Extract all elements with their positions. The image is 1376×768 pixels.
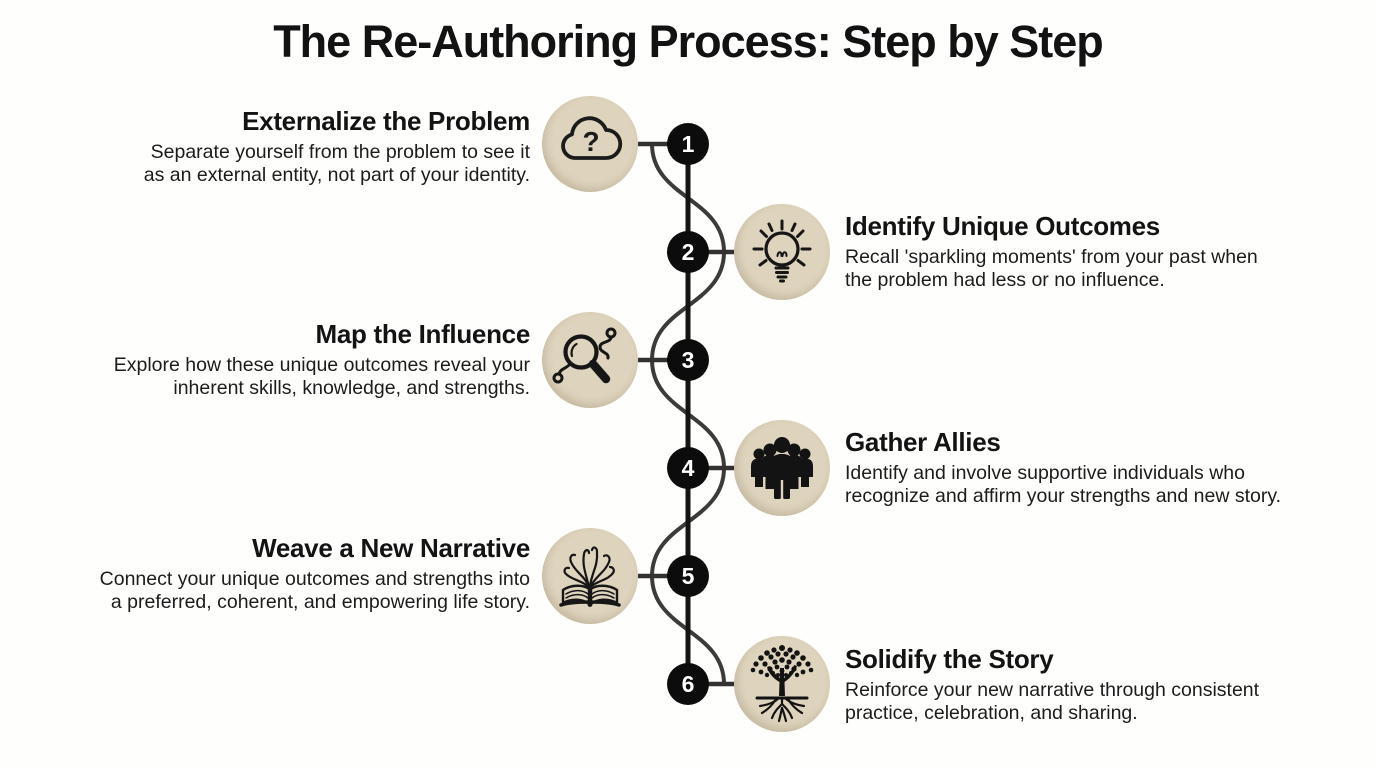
svg-text:?: ? (582, 126, 599, 157)
step-2-text: Identify Unique Outcomes Recall 'sparkli… (845, 211, 1297, 292)
step-3-icon-circle (542, 312, 638, 408)
step-5-number: 5 (681, 562, 695, 589)
step-2-icon-circle (734, 204, 830, 300)
step-6-title: Solidify the Story (845, 644, 1054, 674)
step-4-number: 4 (681, 454, 695, 481)
step-6-number-badge: 6 (667, 663, 709, 705)
step-2-number-badge: 2 (667, 231, 709, 273)
step-3-description: Explore how these unique outcomes reveal… (113, 354, 530, 399)
step-1-text: Externalize the Problem Separate yoursel… (78, 106, 531, 187)
step-2-title: Identify Unique Outcomes (845, 211, 1160, 241)
step-1-number: 1 (681, 130, 695, 157)
magnifier-route-icon (552, 327, 617, 384)
step-5-title: Weave a New Narrative (252, 533, 530, 563)
book-threads-icon (559, 546, 621, 607)
step-1-number-badge: 1 (667, 123, 709, 165)
step-6-description: Reinforce your new narrative through con… (845, 679, 1260, 724)
tree-roots-icon (750, 645, 814, 723)
step-5-text: Weave a New Narrative Connect your uniqu… (78, 533, 531, 614)
cloud-question-icon: ? (561, 116, 623, 160)
step-5-description: Connect your unique outcomes and strengt… (99, 568, 530, 613)
page-title: The Re-Authoring Process: Step by Step (273, 16, 1104, 67)
step-1-description: Separate yourself from the problem to se… (143, 141, 530, 186)
people-group-icon (751, 437, 813, 499)
step-5-icon-circle (542, 528, 638, 624)
step-4-text: Gather Allies Identify and involve suppo… (845, 427, 1297, 508)
step-4-description: Identify and involve supportive individu… (845, 462, 1282, 507)
step-4-number-badge: 4 (667, 447, 709, 489)
step-5-number-badge: 5 (667, 555, 709, 597)
step-6-number: 6 (681, 670, 695, 697)
lightbulb-icon (752, 219, 812, 283)
step-2-number: 2 (681, 238, 695, 265)
step-3-number-badge: 3 (667, 339, 709, 381)
step-2-description: Recall 'sparkling moments' from your pas… (845, 246, 1258, 291)
step-6-icon-circle (734, 636, 830, 732)
step-3-title: Map the Influence (315, 319, 531, 349)
step-4-icon-circle (734, 420, 830, 516)
step-3-text: Map the Influence Explore how these uniq… (78, 319, 531, 400)
step-connectors (638, 141, 738, 687)
step-1-icon-circle: ? (542, 96, 638, 192)
step-3-number: 3 (681, 346, 695, 373)
step-4-title: Gather Allies (845, 427, 1001, 457)
step-6-text: Solidify the Story Reinforce your new na… (845, 644, 1297, 725)
step-1-title: Externalize the Problem (242, 106, 530, 136)
